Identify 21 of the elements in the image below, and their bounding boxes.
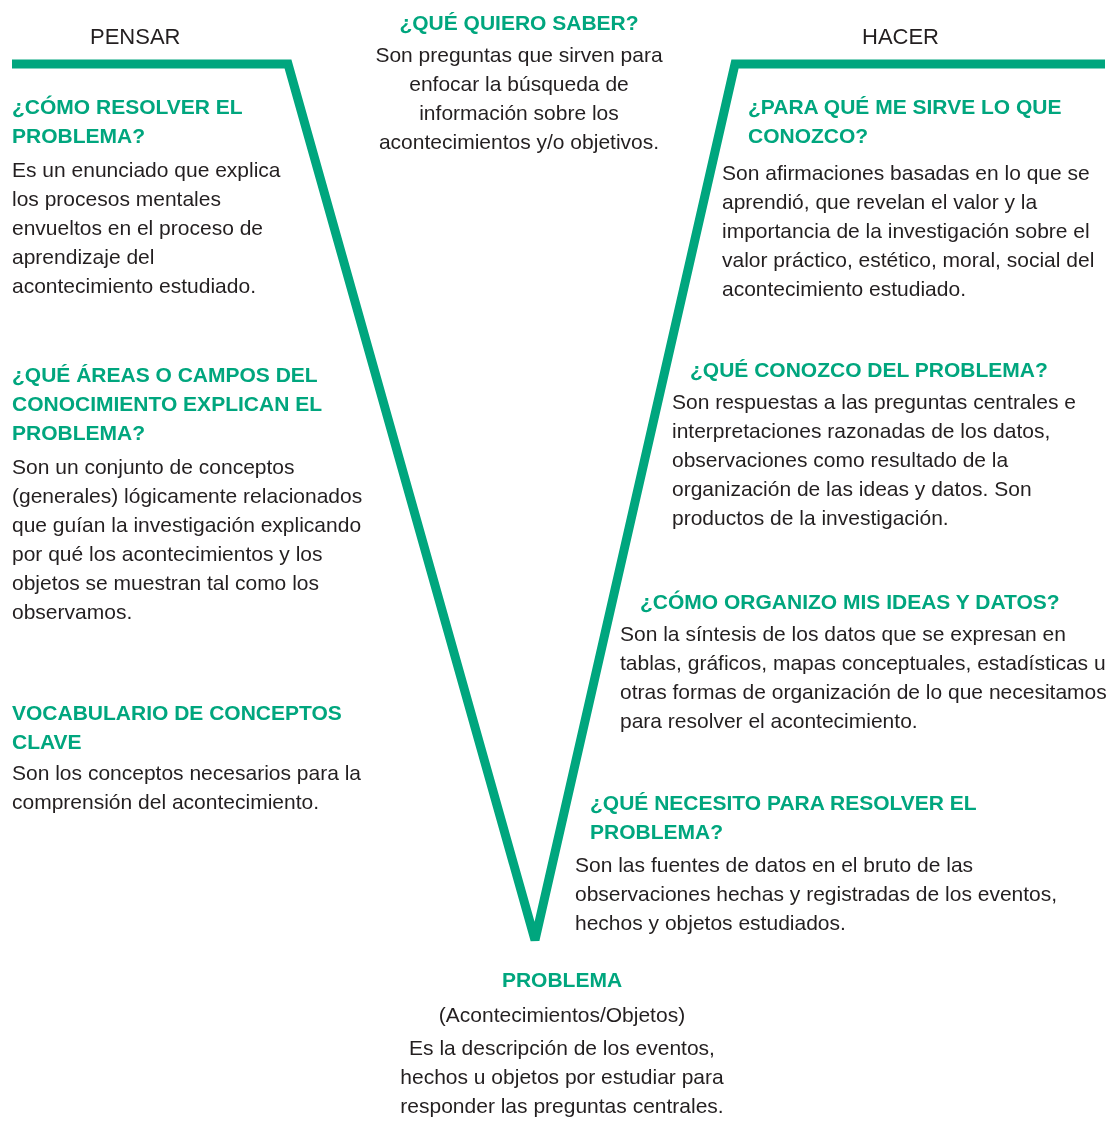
question-heading: ¿CÓMO RESOLVER EL PROBLEMA? bbox=[12, 94, 244, 149]
question-heading: PROBLEMA bbox=[500, 967, 624, 993]
description-text: Es un enunciado que explica los procesos mentales envueltos en el proceso de aprendizaje del acontecimiento estudiado. bbox=[12, 157, 282, 299]
description-text: Son preguntas que sirven para enfocar la búsqueda de información sobre los acontecimientos y/o objetivos. bbox=[374, 42, 664, 155]
question-heading: ¿CÓMO ORGANIZO MIS IDEAS Y DATOS? bbox=[640, 589, 1061, 615]
question-heading: ¿QUÉ NECESITO PARA RESOLVER EL PROBLEMA? bbox=[590, 790, 978, 845]
description-text: Son las fuentes de datos en el bruto de las observaciones hechas y registradas de los eventos, hechos y objetos estudiados. bbox=[575, 852, 1059, 936]
description-text: Es la descripción de los eventos, hechos u objetos por estudiar para responder las preguntas centrales. bbox=[399, 1035, 725, 1119]
question-heading: ¿QUÉ ÁREAS O CAMPOS DEL CONOCIMIENTO EXPLICAN EL PROBLEMA? bbox=[12, 362, 323, 446]
description-text: Son un conjunto de conceptos (generales) lógicamente relacionados que guían la investigación explicando por qué los acontecimientos y los objetos se muestran tal como los observamos. bbox=[12, 454, 364, 625]
description-text: Son los conceptos necesarios para la comprensión del acontecimiento. bbox=[12, 760, 363, 815]
description-text: Son afirmaciones basadas en lo que se aprendió, que revelan el valor y la importancia de la investigación sobre el valor práctico, estético, moral, social del acontecimiento estudiado. bbox=[722, 160, 1096, 302]
description-text: Son la síntesis de los datos que se expresan en tablas, gráficos, mapas conceptuales, estadísticas u otras formas de organización de lo que necesitamos para resolver el acontecimiento. bbox=[620, 621, 1108, 734]
column-label: PENSAR bbox=[90, 23, 181, 51]
description-text: Son respuestas a las preguntas centrales e interpretaciones razonadas de los datos, observaciones como resultado de la organización de las ideas y datos. Son productos de la investigación. bbox=[672, 389, 1077, 531]
question-heading: VOCABULARIO DE CONCEPTOS CLAVE bbox=[12, 700, 343, 755]
column-label: HACER bbox=[862, 23, 939, 51]
description-text: (Acontecimientos/Objetos) bbox=[437, 1002, 687, 1028]
question-heading: ¿PARA QUÉ ME SIRVE LO QUE CONOZCO? bbox=[748, 94, 1063, 149]
question-heading: ¿QUÉ CONOZCO DEL PROBLEMA? bbox=[690, 357, 1049, 383]
question-heading: ¿QUÉ QUIERO SABER? bbox=[398, 10, 640, 36]
